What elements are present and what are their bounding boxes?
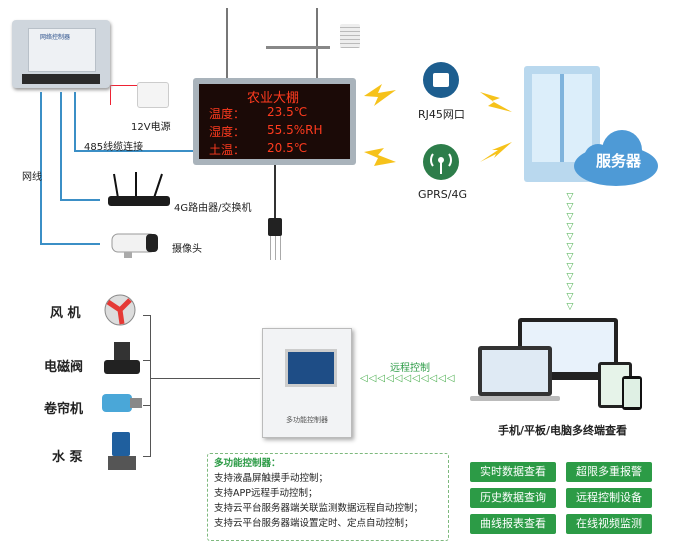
server-label: 服务器 (596, 152, 642, 170)
rj45-icon (423, 62, 459, 98)
arrow-left-icon: ◁◁◁◁◁◁◁◁◁◁◁ (360, 373, 456, 384)
server-icon (524, 66, 600, 182)
features-box: 多功能控制器： 支持液晶屏触摸手动控制； 支持APP远程手动控制； 支持云平台服… (207, 453, 449, 541)
remote-control-label: 远程控制 (390, 363, 430, 374)
curve-report-button[interactable]: 曲线报表查看 (470, 514, 556, 534)
power-adapter-icon (137, 82, 169, 108)
realtime-data-button[interactable]: 实时数据查看 (470, 462, 556, 482)
device-label: 风 机 (50, 306, 81, 321)
alarm-button[interactable]: 超限多重报警 (566, 462, 652, 482)
device-label: 电磁阀 (44, 360, 84, 375)
fan-icon (100, 292, 142, 332)
cloud-icon (572, 124, 660, 192)
led-display: 农业大棚 温度： 23.5℃ 湿度： 55.5%RH 土温： 20.5℃ (193, 78, 356, 165)
rj45-label: RJ45网口 (418, 108, 465, 121)
led-row-name: 温度： (209, 107, 246, 121)
led-row-value: 23.5℃ (267, 105, 308, 119)
cable-485-label: 485线缆连接 (84, 142, 144, 153)
device-label: 水 泵 (52, 450, 83, 465)
led-title: 农业大棚 (247, 91, 300, 106)
soil-sensor-icon (268, 218, 282, 236)
network-controller-box: 网络控制器 (12, 20, 110, 88)
device-label: 卷帘机 (44, 402, 84, 417)
led-row-name: 湿度： (209, 125, 246, 139)
terminals-label: 手机/平板/电脑多终端查看 (498, 424, 628, 437)
camera-icon (110, 228, 162, 258)
network-cable-label: 网线 (22, 172, 42, 183)
feature-item: 支持液晶屏触摸手动控制； (214, 473, 329, 484)
water-pump-icon (104, 430, 144, 478)
lightning-icon (362, 144, 398, 174)
gprs-label: GPRS/4G (418, 188, 468, 201)
lightning-icon (478, 140, 514, 170)
led-row-name: 土温： (209, 143, 246, 157)
feature-item: 支持云平台服务器端关联监测数据远程自动控制； (214, 503, 424, 514)
cabinet-label: 多功能控制器 (286, 416, 328, 424)
video-monitor-button[interactable]: 在线视频监测 (566, 514, 652, 534)
solenoid-valve-icon (102, 340, 142, 384)
feature-item: 支持云平台服务器端设置定时、定点自动控制； (214, 518, 414, 529)
lightning-icon (478, 88, 514, 118)
led-row-value: 55.5%RH (267, 123, 323, 137)
router-label: 4G路由器/交换机 (174, 203, 252, 214)
antenna-icon (423, 144, 459, 180)
roller-motor-icon (100, 386, 144, 424)
camera-label: 摄像头 (172, 244, 202, 255)
features-title: 多功能控制器： (214, 458, 281, 469)
feature-item: 支持APP远程手动控制； (214, 488, 318, 499)
sensor-shield-icon (340, 24, 360, 48)
led-row-value: 20.5℃ (267, 141, 308, 155)
router-icon (106, 172, 172, 210)
remote-control-button[interactable]: 远程控制设备 (566, 488, 652, 508)
power-label: 12V电源 (131, 122, 171, 133)
control-cabinet: 多功能控制器 (262, 328, 352, 438)
lightning-icon (362, 82, 398, 112)
laptop-icon (478, 346, 552, 396)
phone-icon (622, 376, 642, 410)
history-data-button[interactable]: 历史数据查询 (470, 488, 556, 508)
arrow-down-icon: ▽▽▽▽▽▽▽▽▽▽▽▽ (566, 192, 574, 312)
controller-title: 网络控制器 (40, 34, 71, 41)
